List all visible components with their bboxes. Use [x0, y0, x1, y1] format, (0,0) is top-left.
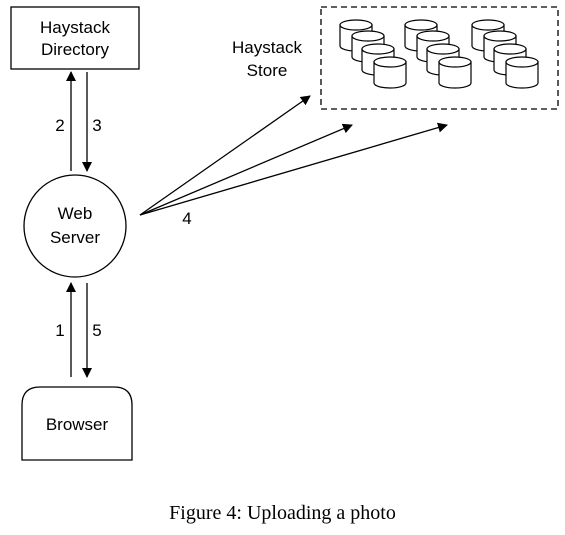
store-label-line1: Haystack: [232, 38, 302, 57]
directory-label-line1: Haystack: [40, 18, 110, 37]
storage-cylinder-12: [505, 56, 539, 89]
browser-label: Browser: [46, 415, 109, 434]
webserver-label-line2: Server: [50, 228, 100, 247]
storage-cylinders: [339, 19, 539, 89]
step-2-label: 2: [55, 116, 64, 135]
haystack-store-node: [320, 6, 559, 110]
figure-caption: Figure 4: Uploading a photo: [169, 502, 396, 524]
directory-label-line2: Directory: [41, 40, 110, 59]
arrow-to-store-1: [139, 95, 311, 216]
arrow-to-store-2: [139, 123, 353, 216]
arrow-to-store-3: [139, 122, 448, 216]
step-4-label: 4: [182, 209, 191, 228]
step-5-label: 5: [92, 321, 101, 340]
store-label-line2: Store: [247, 61, 288, 80]
step-1-label: 1: [55, 321, 64, 340]
storage-cylinder-8: [438, 56, 472, 89]
step-3-label: 3: [92, 116, 101, 135]
web-server-node: Web Server: [23, 174, 127, 278]
upload-diagram: Haystack Directory Haystack Store Web Se…: [10, 6, 559, 461]
webserver-label-line1: Web: [58, 204, 93, 223]
storage-cylinder-4: [373, 56, 407, 89]
browser-node: Browser: [21, 386, 133, 461]
haystack-directory-node: Haystack Directory: [10, 6, 140, 70]
